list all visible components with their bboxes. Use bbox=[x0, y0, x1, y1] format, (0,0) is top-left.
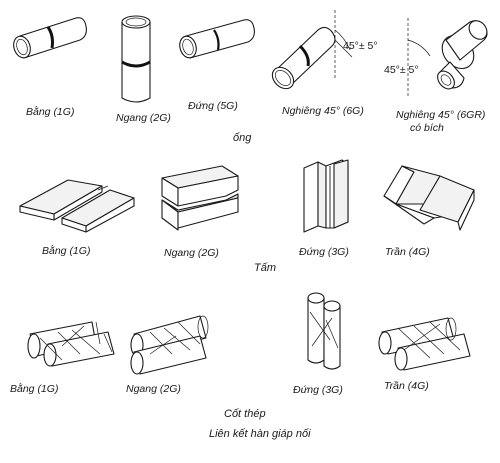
pipe-6g-drawing bbox=[271, 10, 353, 90]
pipe-5g-drawing bbox=[179, 19, 255, 59]
rebar-3g-label: Đứng (3G) bbox=[293, 384, 343, 396]
pipe-6g-label: Nghiêng 45° (6G) bbox=[282, 105, 364, 117]
pipe-2g-label: Ngang (2G) bbox=[116, 112, 171, 124]
plate-1g-drawing bbox=[19, 179, 135, 233]
pipe-2g-drawing bbox=[121, 15, 151, 103]
plate-caption: Tấm bbox=[254, 262, 276, 274]
pipe-6gr-drawing bbox=[407, 18, 488, 96]
rebar-4g-drawing bbox=[378, 317, 471, 371]
pipe-caption: ống bbox=[233, 132, 252, 144]
plate-4g-drawing bbox=[383, 165, 475, 231]
rebar-4g-label: Trần (4G) bbox=[384, 380, 429, 392]
pipe-6g-angle-label: 45°± 5° bbox=[343, 40, 378, 52]
pipe-1g-label: Bằng (1G) bbox=[26, 106, 75, 118]
rebar-2g-drawing bbox=[130, 315, 209, 375]
rebar-1g-drawing bbox=[27, 321, 115, 367]
plate-3g-drawing bbox=[303, 159, 349, 233]
plate-2g-label: Ngang (2G) bbox=[164, 247, 219, 259]
rebar-2g-label: Ngang (2G) bbox=[126, 383, 181, 395]
pipe-1g-drawing bbox=[13, 17, 87, 59]
pipe-5g-label: Đứng (5G) bbox=[188, 100, 238, 112]
pipe-6gr-label: Nghiêng 45° (6GR) bbox=[396, 109, 486, 121]
rebar-1g-label: Bằng (1G) bbox=[10, 383, 59, 395]
plate-3g-label: Đứng (3G) bbox=[299, 246, 349, 258]
plate-2g-drawing bbox=[161, 165, 239, 231]
rebar-caption: Cốt thép bbox=[224, 408, 266, 420]
plate-4g-label: Trần (4G) bbox=[385, 246, 430, 258]
plate-1g-label: Bằng (1G) bbox=[42, 245, 91, 257]
pipe-6gr-angle-label: 45°± 5° bbox=[384, 64, 419, 76]
figure-title: Liên kết hàn giáp nối bbox=[209, 428, 311, 440]
pipe-6gr-label-flange: có bích bbox=[410, 122, 444, 134]
rebar-3g-drawing bbox=[307, 292, 341, 370]
